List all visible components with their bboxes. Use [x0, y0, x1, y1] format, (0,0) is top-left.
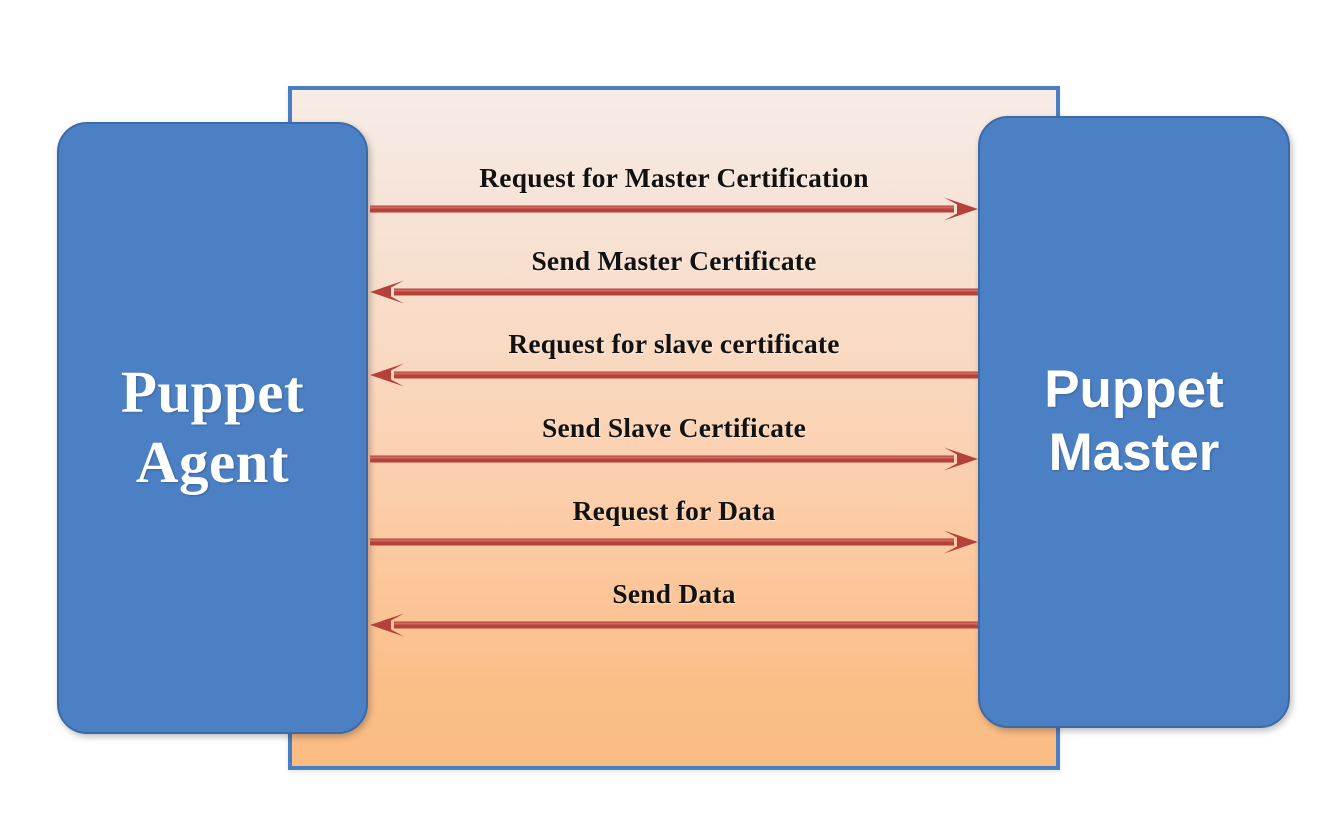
- message-exchange-panel: [288, 86, 1060, 770]
- message-label: Send Data: [612, 578, 736, 609]
- message-label: Request for Data: [572, 495, 776, 526]
- arrow-right-icon: [370, 447, 978, 471]
- arrow-right-icon: [370, 197, 978, 221]
- message-label: Request for slave certificate: [508, 328, 840, 359]
- message-label: Send Master Certificate: [531, 245, 817, 276]
- arrow-left-icon: [370, 363, 978, 387]
- message-label: Request for Master Certification: [479, 162, 869, 193]
- message-label: Send Slave Certificate: [541, 412, 807, 443]
- arrow-left-icon: [370, 613, 978, 637]
- node-puppet-master[interactable]: Puppet Master: [978, 116, 1290, 728]
- node-puppet-agent-label: Puppet Agent: [120, 359, 305, 495]
- node-puppet-master-label: Puppet Master: [1044, 360, 1224, 482]
- node-puppet-agent[interactable]: Puppet Agent: [57, 122, 368, 734]
- arrow-right-icon: [370, 530, 978, 554]
- arrow-left-icon: [370, 280, 978, 304]
